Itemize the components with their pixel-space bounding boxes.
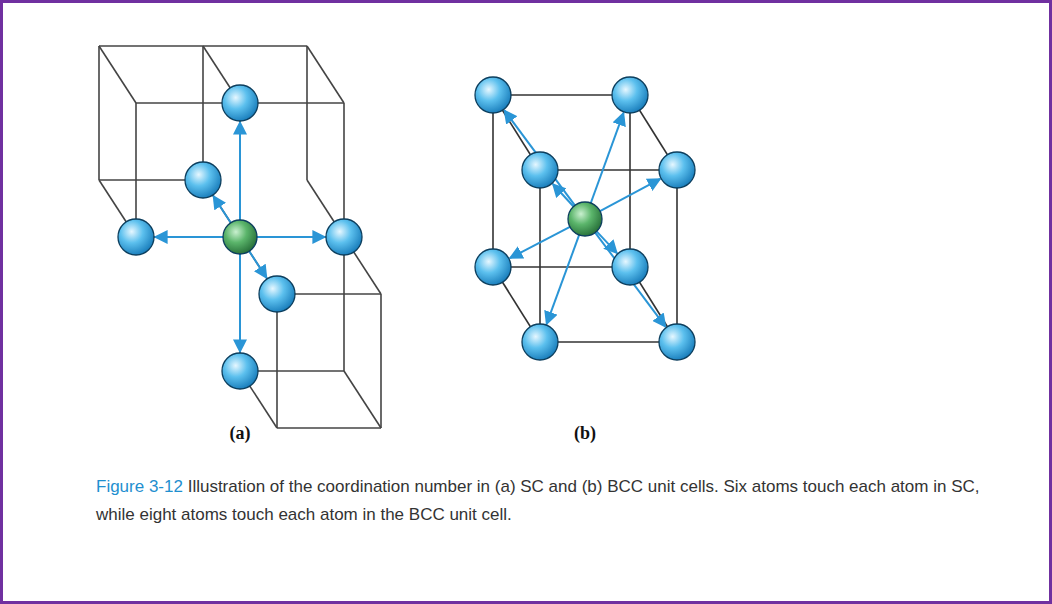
cube-edge bbox=[343, 103, 345, 237]
cube-edge bbox=[540, 341, 677, 343]
neighbor-atom bbox=[475, 77, 511, 113]
neighbor-atom bbox=[612, 249, 648, 285]
cube-edge bbox=[98, 46, 100, 180]
cube-edge bbox=[629, 95, 631, 267]
coordination-arrow bbox=[600, 179, 660, 211]
cube-edge bbox=[202, 46, 204, 180]
coordination-arrow bbox=[595, 233, 665, 327]
figure-number: Figure 3-12 bbox=[96, 477, 183, 496]
center-atom bbox=[568, 202, 602, 236]
cube-edges bbox=[99, 46, 677, 428]
neighbor-atom bbox=[475, 249, 511, 285]
neighbor-atom bbox=[612, 77, 648, 113]
cube-edge bbox=[539, 170, 541, 342]
coordination-arrow bbox=[547, 235, 580, 324]
cube-edge bbox=[492, 95, 494, 267]
cube-edge bbox=[493, 94, 630, 96]
neighbor-atom bbox=[326, 219, 362, 255]
cube-edge bbox=[203, 45, 307, 47]
cube-edge bbox=[276, 294, 278, 428]
coordination-arrow bbox=[249, 251, 266, 278]
cube-edge bbox=[307, 46, 344, 103]
cube-edge bbox=[99, 45, 203, 47]
cube-edge bbox=[344, 371, 381, 428]
panel-label: (a) bbox=[230, 423, 251, 444]
coordination-arrow bbox=[155, 236, 223, 238]
cube-edge bbox=[277, 427, 381, 429]
cube-edge bbox=[306, 46, 308, 180]
neighbor-atom bbox=[522, 152, 558, 188]
atoms bbox=[118, 77, 695, 389]
coordination-arrow bbox=[239, 254, 241, 352]
neighbor-atom bbox=[222, 353, 258, 389]
cube-edge bbox=[239, 237, 241, 371]
neighbor-atom bbox=[522, 324, 558, 360]
cube-edge bbox=[99, 46, 136, 103]
cube-edge bbox=[135, 103, 137, 237]
coordination-arrow bbox=[591, 113, 624, 203]
coordination-arrows bbox=[155, 110, 666, 352]
coordination-arrow bbox=[257, 236, 325, 238]
cube-edge bbox=[493, 266, 630, 268]
neighbor-atom bbox=[659, 324, 695, 360]
panel-label: (b) bbox=[574, 423, 596, 444]
coordination-arrow bbox=[213, 196, 230, 223]
cube-edge bbox=[239, 103, 241, 237]
coordination-arrow bbox=[597, 231, 617, 253]
neighbor-atom bbox=[259, 276, 295, 312]
neighbor-atom bbox=[185, 162, 221, 198]
neighbor-atom bbox=[222, 85, 258, 121]
neighbor-atom bbox=[659, 152, 695, 188]
neighbor-atom bbox=[118, 219, 154, 255]
center-atom bbox=[223, 220, 257, 254]
figure-caption: Figure 3-12 Illustration of the coordina… bbox=[96, 473, 986, 529]
coordination-arrow bbox=[239, 122, 241, 220]
cube-edge bbox=[540, 169, 677, 171]
cube-edge bbox=[676, 170, 678, 342]
coordination-arrow bbox=[553, 184, 574, 206]
coordination-arrow bbox=[504, 110, 575, 205]
cube-edge bbox=[380, 294, 382, 428]
coordination-arrow bbox=[510, 227, 570, 258]
cube-edge bbox=[343, 237, 345, 371]
